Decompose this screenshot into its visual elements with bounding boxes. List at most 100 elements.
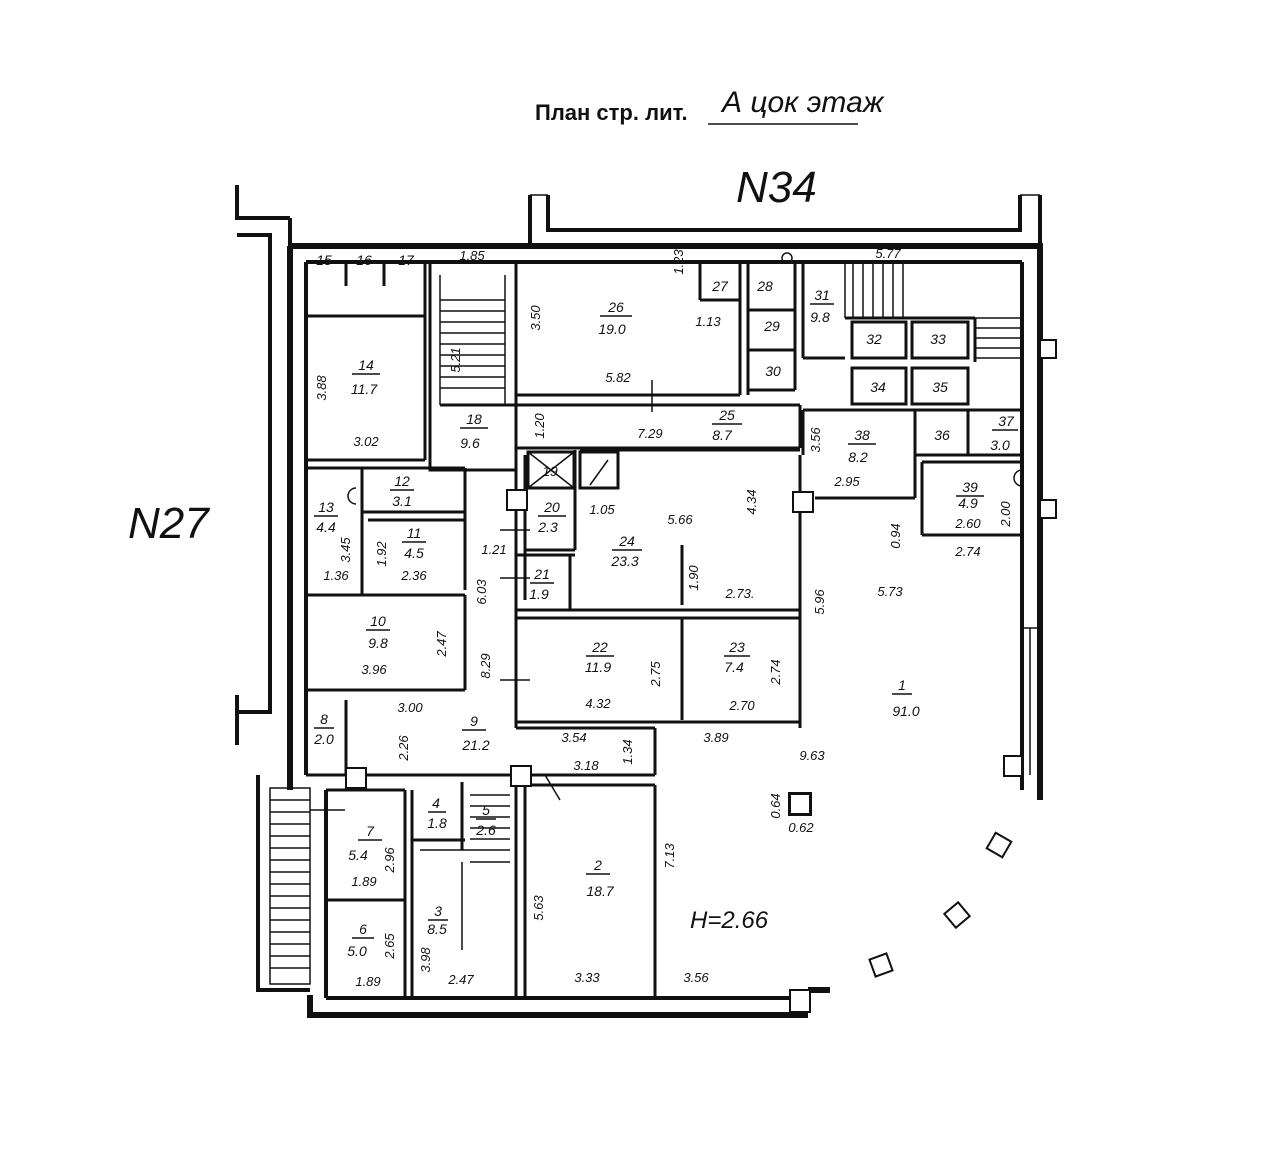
dimension-label: 1.36 <box>323 568 349 583</box>
room-number: 5 <box>482 802 490 818</box>
room-number: 22 <box>591 639 608 655</box>
room-number: 23 <box>728 639 745 655</box>
plan-label-value: А цок этаж <box>720 86 885 119</box>
room-number: 1 <box>898 677 906 693</box>
dimension-label: 3.54 <box>561 730 586 745</box>
dimension-label: 1.13 <box>695 314 721 329</box>
room-area: 3.1 <box>392 493 411 509</box>
room-number: 3 <box>434 903 442 919</box>
neighbour-building-left <box>235 185 292 745</box>
dimension-label: 5.21 <box>448 347 463 372</box>
room-number: 20 <box>543 499 560 515</box>
room-number: 30 <box>765 363 781 379</box>
dimension-label: 8.29 <box>478 653 493 678</box>
dimension-label: 2.75 <box>648 661 663 688</box>
room-area: 4.9 <box>958 495 978 511</box>
room-number: 10 <box>370 613 386 629</box>
dimension-label: 5.96 <box>812 589 827 615</box>
room-number: 24 <box>618 533 635 549</box>
plan-label: План стр. лит. <box>535 100 688 125</box>
room-area: 2.6 <box>475 822 496 838</box>
room-area: 9.8 <box>810 309 830 325</box>
room-area: 91.0 <box>892 703 919 719</box>
dimension-label: 2.70 <box>728 698 755 713</box>
dimension-label: 1.23 <box>671 249 686 275</box>
dimension-label: 1.34 <box>620 739 635 764</box>
dimension-label: 3.89 <box>703 730 728 745</box>
room-number: 37 <box>998 413 1015 429</box>
dimension-label: 2.65 <box>382 933 397 960</box>
room-number: 18 <box>466 411 482 427</box>
room-area: 4.4 <box>316 519 336 535</box>
dimension-label: 2.26 <box>396 735 411 762</box>
room-number: 28 <box>756 278 773 294</box>
dimension-label: 3.50 <box>528 305 543 331</box>
dimension-label: 3.18 <box>573 758 599 773</box>
room-area: 2.0 <box>313 731 334 747</box>
shaft <box>789 793 811 815</box>
room-number: 15 <box>316 252 332 268</box>
dimension-label: 3.02 <box>353 434 379 449</box>
room-number: 6 <box>359 921 367 937</box>
dimension-labels: 1.85 5.21 3.50 1.23 1.13 5.82 5.77 3.88 … <box>314 246 1013 989</box>
dimension-label: 5.63 <box>531 895 546 921</box>
room-area: 8.7 <box>712 427 733 443</box>
dimension-label: 2.74 <box>954 544 980 559</box>
room-number: 25 <box>718 407 735 423</box>
room-number: 39 <box>962 479 978 495</box>
dimension-label: 0.62 <box>788 820 814 835</box>
dimension-label: 1.20 <box>532 413 547 439</box>
room-area: 18.7 <box>586 883 614 899</box>
room-number: 34 <box>870 379 886 395</box>
room-number: 32 <box>866 331 882 347</box>
dimension-label: 1.89 <box>351 874 376 889</box>
room-number: 33 <box>930 331 946 347</box>
room-area: 11.7 <box>351 381 378 397</box>
dimension-label: 5.73 <box>877 584 903 599</box>
room-number: 14 <box>358 357 374 373</box>
entrance-stair-left <box>256 775 311 992</box>
room-area: 23.3 <box>610 553 638 569</box>
room-area: 2.3 <box>537 519 558 535</box>
dimension-label: 3.88 <box>314 375 329 401</box>
dimension-label: 4.32 <box>585 696 611 711</box>
dimension-label: 1.85 <box>459 248 485 263</box>
dimension-label: 1.21 <box>481 542 506 557</box>
ceiling-height-label: H=2.66 <box>690 907 769 934</box>
room-number: 11 <box>407 525 422 541</box>
room-area: 11.9 <box>585 659 611 675</box>
room-number: 9 <box>470 713 478 729</box>
dimension-label: 2.60 <box>954 516 981 531</box>
room-number: 21 <box>533 566 550 582</box>
dimension-label: 5.77 <box>875 246 901 261</box>
dimension-label: 2.95 <box>833 474 860 489</box>
dimension-label: 3.56 <box>808 427 823 453</box>
room-number: 19 <box>542 463 558 479</box>
dimension-label: 7.29 <box>637 426 662 441</box>
dimension-label: 1.05 <box>589 502 615 517</box>
room-number: 4 <box>432 795 440 811</box>
dimension-label: 3.33 <box>574 970 600 985</box>
room-number: 27 <box>711 278 729 294</box>
dimension-label: 2.47 <box>447 972 474 987</box>
dimension-label: 3.45 <box>338 537 353 563</box>
room-number: 38 <box>854 427 870 443</box>
room-area: 9.8 <box>368 635 388 651</box>
room-area: 5.0 <box>347 943 367 959</box>
dimension-label: 3.98 <box>418 947 433 973</box>
room-area: 8.2 <box>848 449 868 465</box>
dimension-label: 2.96 <box>382 847 397 874</box>
street-label-left: N27 <box>128 499 210 548</box>
dimension-label: 6.03 <box>474 579 489 605</box>
room-number: 36 <box>934 427 950 443</box>
basin-icon <box>347 487 357 505</box>
dimension-label: 2.47 <box>434 631 449 658</box>
room-number: 31 <box>814 287 830 303</box>
dimension-label: 5.66 <box>667 512 693 527</box>
dimension-label: 3.56 <box>683 970 709 985</box>
room-area: 7.4 <box>724 659 744 675</box>
room-number: 7 <box>366 823 375 839</box>
dimension-label: 1.90 <box>686 565 701 591</box>
room-area: 8.5 <box>427 921 447 937</box>
